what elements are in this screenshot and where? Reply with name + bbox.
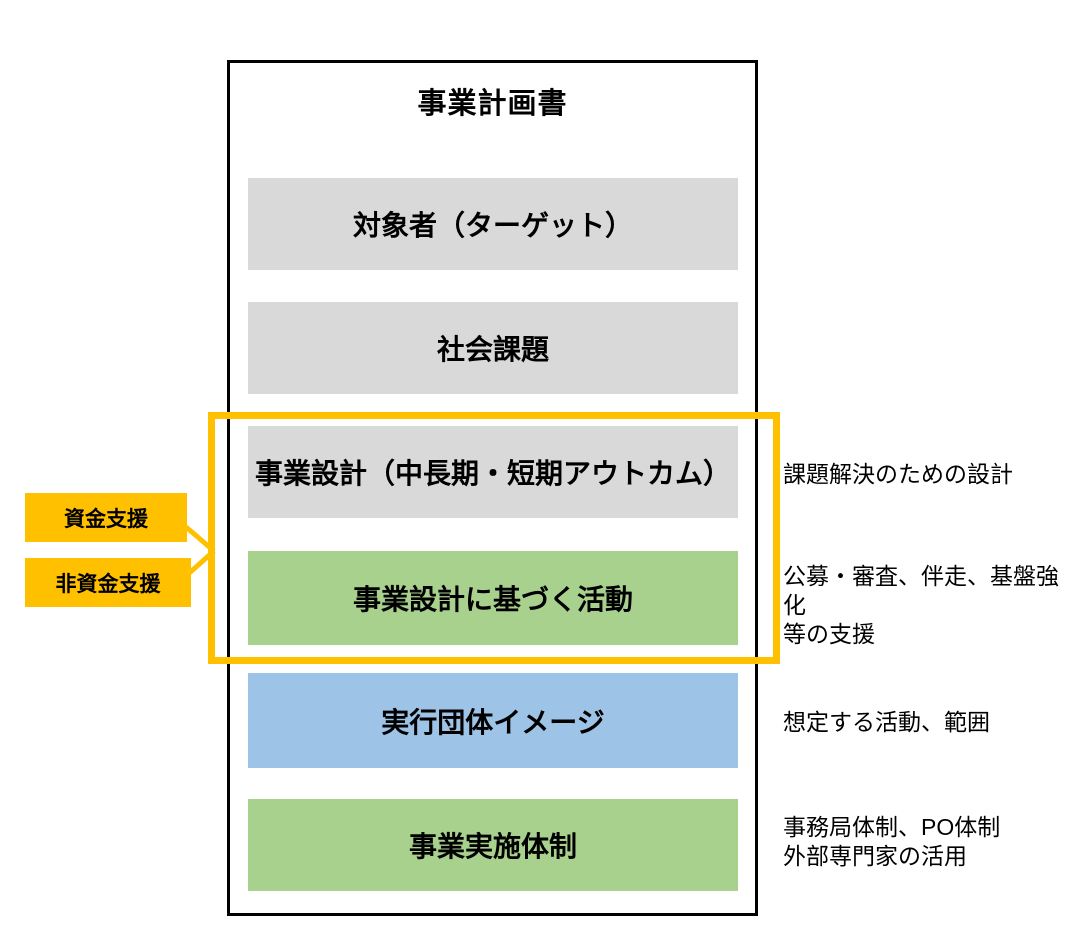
plan-row-activities: 事業設計に基づく活動 bbox=[248, 551, 738, 645]
plan-row-label: 実行団体イメージ bbox=[381, 706, 605, 738]
support-label-text: 資金支援 bbox=[64, 507, 148, 531]
plan-row-business-design: 事業設計（中長期・短期アウトカム） bbox=[248, 426, 738, 518]
plan-row-label: 事業設計（中長期・短期アウトカム） bbox=[254, 458, 731, 489]
plan-row-label: 事業実施体制 bbox=[408, 831, 577, 862]
annotation-support: 公募・審査、伴走、基盤強化 等の支援 bbox=[783, 563, 1059, 647]
annotation-scope: 想定する活動、範囲 bbox=[783, 709, 990, 735]
funding-support-label: 資金支援 bbox=[25, 493, 187, 542]
plan-row-implementation-structure: 事業実施体制 bbox=[248, 799, 738, 891]
annotation-structure: 事務局体制、PO体制 外部専門家の活用 bbox=[783, 814, 1001, 869]
plan-row-label: 事業設計に基づく活動 bbox=[352, 584, 633, 615]
non-funding-support-label: 非資金支援 bbox=[25, 558, 191, 607]
plan-row-social-issue: 社会課題 bbox=[248, 302, 738, 394]
plan-row-label: 対象者（ターゲット） bbox=[352, 210, 633, 241]
plan-row-target: 対象者（ターゲット） bbox=[248, 178, 738, 270]
diagram-title: 事業計画書 bbox=[417, 88, 568, 120]
annotation-design: 課題解決のための設計 bbox=[783, 461, 1013, 487]
support-brace-arrow-icon bbox=[184, 525, 216, 577]
support-label-text: 非資金支援 bbox=[55, 572, 161, 596]
plan-row-organization-image: 実行団体イメージ bbox=[248, 673, 738, 768]
funding-scope-highlight-box bbox=[208, 412, 780, 664]
business-plan-outline-box bbox=[227, 60, 758, 916]
plan-row-label: 社会課題 bbox=[436, 334, 549, 365]
